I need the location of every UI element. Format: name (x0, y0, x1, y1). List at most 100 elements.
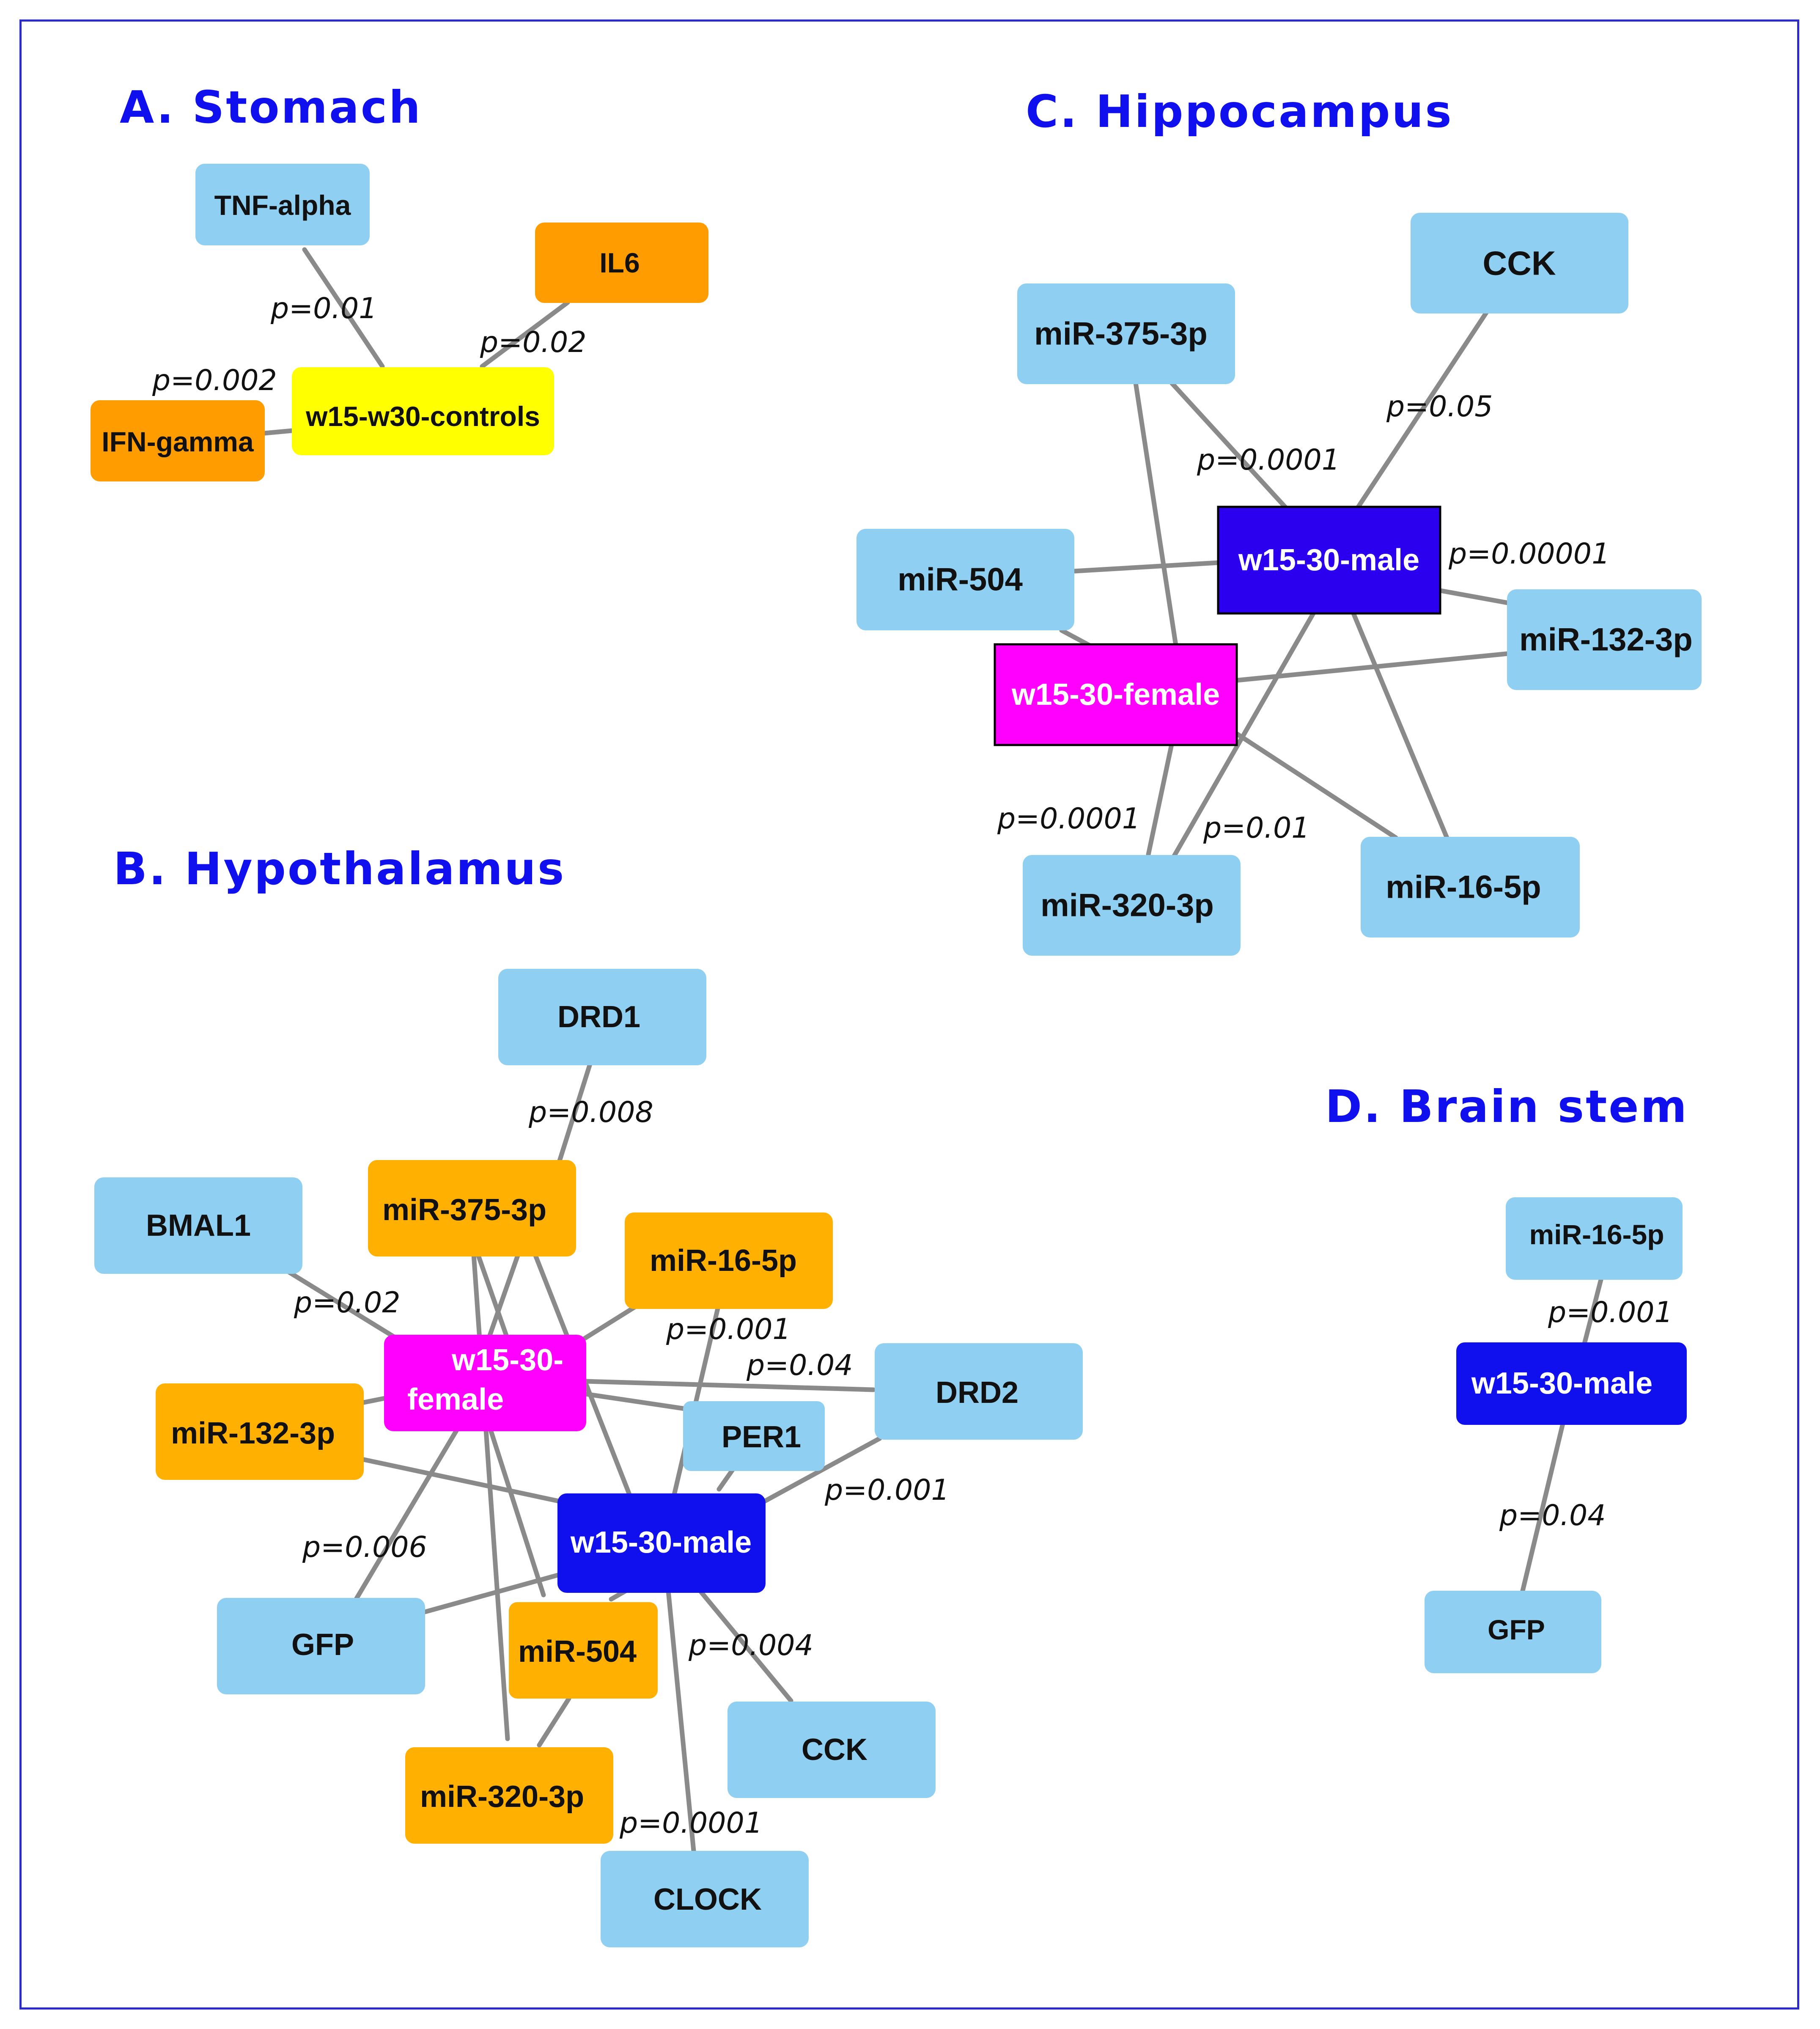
pvalue-label: p=0.01 (1203, 811, 1310, 845)
node-bmal1 (94, 1177, 302, 1274)
node-gfp (217, 1598, 425, 1694)
node-label: miR-504 (898, 562, 1023, 598)
node-label: GFP (1488, 1614, 1545, 1645)
node-label: IL6 (599, 247, 640, 278)
edge-hippo-male-cck (1355, 306, 1491, 510)
node-label: TNF-alpha (214, 190, 351, 221)
node-label: miR-16-5p (650, 1244, 797, 1278)
node-label: miR-320-3p (420, 1780, 584, 1814)
node-label: w15-30-female (1011, 678, 1220, 712)
node-label: CLOCK (653, 1883, 762, 1916)
pvalue-label: p=0.0001 (1197, 443, 1340, 477)
node-label: DRD1 (557, 1000, 640, 1034)
node-label: w15-30-male (570, 1526, 752, 1559)
panel-hypothalamus: B. Hypothalamus p=0.008 p=0.02 p=0.001 p… (94, 843, 1083, 1947)
pvalue-label: p=0.002 (152, 364, 277, 397)
node-label: CCK (802, 1733, 867, 1767)
edge-hypo-drd2-male (761, 1436, 882, 1504)
node-mir-504 (856, 529, 1074, 630)
panel-title-hippocampus: C. Hippocampus (1026, 86, 1453, 137)
node-label: PER1 (722, 1420, 801, 1454)
pvalue-label: p=0.004 (688, 1629, 813, 1662)
node-tnf-alpha (195, 164, 370, 245)
edge-hypo-mir375-female-2 (486, 1252, 521, 1342)
pvalue-label: p=0.04 (1499, 1499, 1606, 1532)
edge-hypo-clock (666, 1588, 696, 1853)
edge-brainstem-mir16 (1581, 1277, 1603, 1348)
node-label: CCK (1482, 245, 1556, 282)
edge-hypo-per1-female (583, 1391, 688, 1411)
panel-title-brainstem: D. Brain stem (1325, 1081, 1688, 1133)
node-w15-w30-controls (292, 367, 554, 455)
edge-hippo-male-mir375 (1169, 380, 1288, 510)
edge-brainstem-gfp (1520, 1421, 1565, 1593)
node-drd2 (875, 1343, 1083, 1440)
node-label: miR-132-3p (171, 1416, 335, 1450)
node-label: miR-375-3p (1034, 316, 1208, 352)
panel-hippocampus: C. Hippocampus p=0.05 p=0.0001 p=0.00001… (856, 86, 1702, 956)
edge-hypo-mir375-female (475, 1252, 510, 1342)
panel-stomach: A. Stomach p=0.01 p=0.02 p=0.002 TNF-alp… (91, 82, 708, 481)
node-label: IFN-gamma (102, 426, 254, 457)
node-label: miR-504 (518, 1635, 637, 1669)
pvalue-label: p=0.001 (1548, 1296, 1673, 1329)
node-w15-30-female (384, 1335, 586, 1431)
panel-brainstem: D. Brain stem p=0.001 p=0.04 miR-16-5p w… (1325, 1081, 1688, 1673)
node-label: miR-132-3p (1519, 622, 1693, 658)
node-mir-320-3p (405, 1747, 613, 1844)
edge-hypo-mir132-female (361, 1396, 387, 1405)
pvalue-label: p=0.02 (294, 1286, 401, 1320)
panel-title-hypothalamus: B. Hypothalamus (113, 843, 565, 895)
node-label: miR-320-3p (1040, 888, 1214, 924)
node-clock (601, 1851, 809, 1947)
node-gfp (1425, 1591, 1601, 1673)
edge-hippo-male-mir16 (1351, 611, 1451, 844)
node-cck (1411, 213, 1628, 313)
node-label: female (407, 1383, 504, 1416)
edge-hippo-female-mir504 (1059, 628, 1092, 648)
node-mir-375-3p (368, 1160, 576, 1256)
edge-hippo-female-mir320 (1146, 742, 1174, 857)
pvalue-label: p=0.05 (1386, 390, 1493, 423)
node-label: BMAL1 (146, 1209, 251, 1243)
edge-hippo-female-mir132 (1235, 651, 1510, 683)
edge-hypo-gfp-female (349, 1427, 459, 1610)
edge-hypo-mir16-female (581, 1305, 637, 1342)
edge-hypo-per1-male (716, 1465, 736, 1492)
pvalue-label: p=0.02 (480, 326, 587, 359)
node-mir-504 (509, 1602, 658, 1699)
node-mir-320-3p (1023, 855, 1241, 956)
panel-title-stomach: A. Stomach (120, 82, 422, 133)
node-il6 (535, 223, 708, 303)
edge-hippo-female-mir375 (1133, 380, 1178, 648)
pvalue-label: p=0.006 (302, 1531, 427, 1564)
edge-hypo-cck (697, 1588, 793, 1703)
node-mir-132-3p (1507, 589, 1702, 690)
pvalue-label: p=0.00001 (1448, 537, 1610, 571)
node-label: DRD2 (936, 1376, 1018, 1410)
edge-hippo-female-mir16 (1235, 731, 1398, 840)
node-cck (727, 1702, 936, 1798)
edge-hypo-drd2-female (583, 1379, 876, 1392)
node-label: GFP (291, 1628, 354, 1662)
node-w15-30-male (557, 1493, 766, 1593)
edge-hypo-mir320-mir504 (537, 1696, 571, 1748)
edge-hypo-drd1 (552, 1061, 593, 1181)
node-w15-30-female (994, 643, 1238, 746)
pvalue-label: p=0.001 (666, 1313, 791, 1346)
pvalue-label: p=0.0001 (619, 1806, 763, 1840)
edge-hypo-bmal1 (285, 1269, 400, 1342)
edge-stomach-tnf (302, 247, 385, 369)
edge-stomach-il6 (480, 300, 570, 369)
node-per1 (683, 1401, 825, 1471)
node-label: w15-30- (451, 1343, 563, 1377)
edge-hippo-male-mir504 (1072, 560, 1221, 574)
node-drd1 (498, 969, 706, 1065)
node-mir-16-5p (1506, 1197, 1683, 1280)
figure-frame (19, 19, 1799, 2010)
pvalue-label: p=0.008 (528, 1096, 653, 1129)
node-w15-30-male (1217, 506, 1441, 615)
node-ifn-gamma (91, 400, 265, 481)
node-label: miR-375-3p (382, 1193, 546, 1227)
